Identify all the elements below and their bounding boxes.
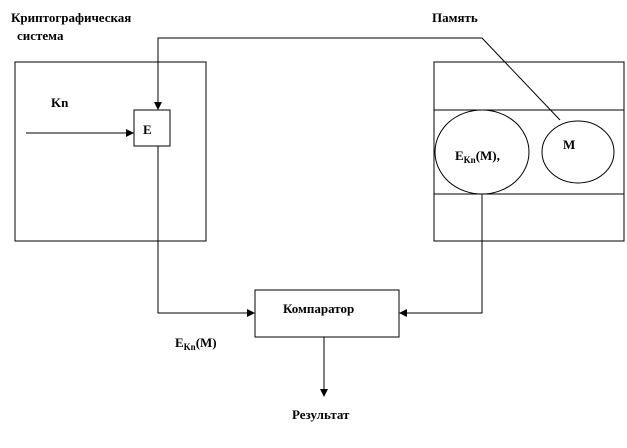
plain-password-ellipse bbox=[541, 120, 615, 184]
memory-to-e-line bbox=[154, 37, 561, 121]
comparator-label: Компаратор bbox=[283, 301, 355, 316]
memory-box bbox=[433, 61, 625, 242]
crypto-system-label-line1: Криптографическая bbox=[11, 10, 132, 25]
memory-to-comparator-line bbox=[399, 194, 483, 317]
encryption-box bbox=[133, 109, 171, 147]
encrypted-output-label: EKn(M) bbox=[175, 335, 217, 352]
encrypted-password-label: EKn(M), bbox=[455, 148, 500, 165]
result-label: Результат bbox=[292, 407, 350, 422]
encryption-label: E bbox=[143, 122, 152, 137]
plain-password-label: M bbox=[563, 137, 576, 152]
encrypted-output-label-tail: (M) bbox=[195, 335, 217, 350]
encrypted-password-label-base: E bbox=[455, 148, 464, 163]
memory-label: Память bbox=[432, 10, 478, 25]
key-label: Kn bbox=[51, 95, 69, 110]
encrypted-password-label-sub: Kn bbox=[463, 155, 476, 165]
encrypted-output-label-sub: Kn bbox=[183, 342, 196, 352]
encrypted-output-label-base: E bbox=[175, 335, 184, 350]
crypto-system-label-line2: система bbox=[17, 28, 64, 43]
crypto-system-box bbox=[14, 61, 207, 242]
encrypted-password-label-tail: (M), bbox=[475, 148, 500, 163]
e-to-comparator-line bbox=[157, 146, 255, 317]
